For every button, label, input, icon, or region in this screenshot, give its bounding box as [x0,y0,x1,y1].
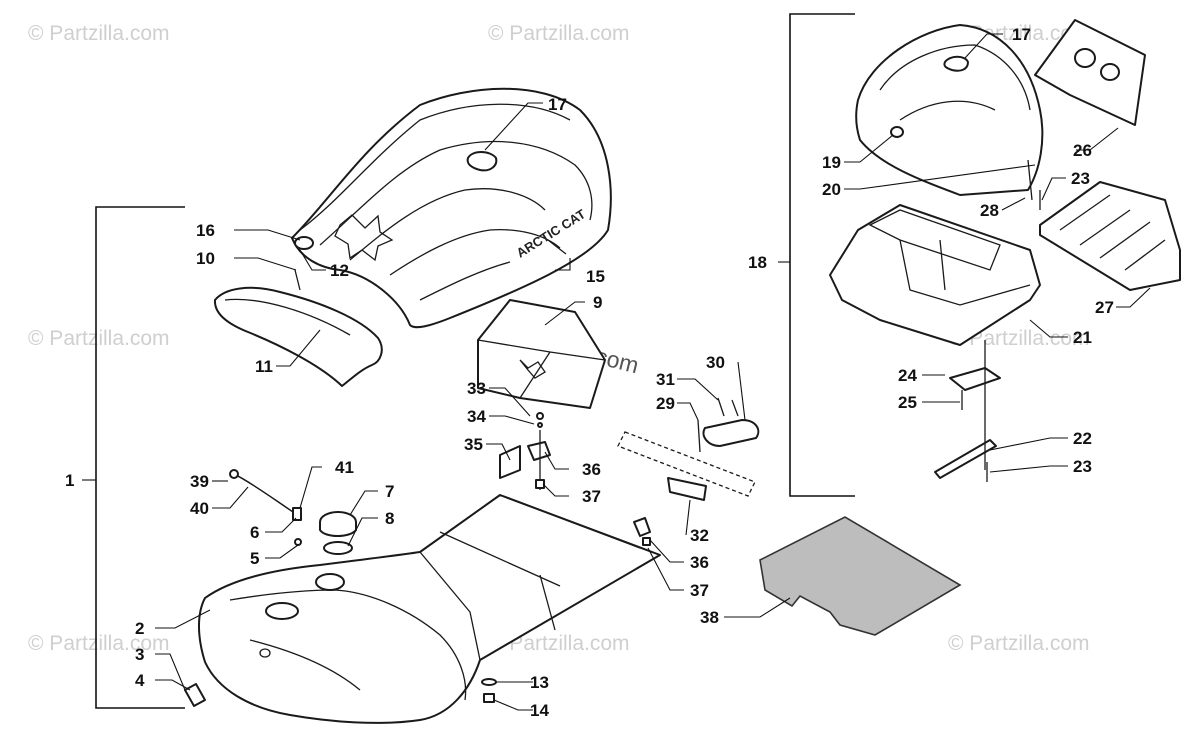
callout-36[interactable]: 36 [582,460,601,479]
callout-41[interactable]: 41 [335,458,354,477]
callout-16[interactable]: 16 [196,221,215,240]
snowflake-logo [334,214,394,262]
callout-23[interactable]: 23 [1073,457,1092,476]
callout-34[interactable]: 34 [467,407,486,426]
assembly-bracket-18 [789,13,855,497]
tail-box-21 [829,204,1041,346]
fuel-tank [197,494,661,724]
callout-6[interactable]: 6 [250,523,259,542]
callout-17[interactable]: 17 [1012,25,1031,44]
vent-hose [229,469,302,546]
seat-handle-17 [466,151,498,172]
watermark: © Partzilla.com [28,632,170,655]
pad-26 [1034,19,1146,126]
callout-33[interactable]: 33 [467,379,486,398]
callout-40[interactable]: 40 [190,499,209,518]
assembly-bracket-1 [95,206,185,709]
callout-29[interactable]: 29 [656,394,675,413]
callout-27[interactable]: 27 [1095,298,1114,317]
callout-9[interactable]: 9 [593,293,602,312]
callout-1[interactable]: 1 [65,471,74,490]
callout-21[interactable]: 21 [1073,328,1092,347]
callout-2[interactable]: 2 [135,619,144,638]
watermark: © Partzilla.com [948,327,1090,350]
callout-12[interactable]: 12 [330,261,349,280]
callout-36[interactable]: 36 [690,553,709,572]
rail-bracket [617,397,760,501]
drain-fitting [184,683,206,707]
callout-7[interactable]: 7 [385,482,394,501]
callout-18[interactable]: 18 [748,253,767,272]
callout-10[interactable]: 10 [196,249,215,268]
callout-37[interactable]: 37 [582,487,601,506]
watermark: © Partzilla.com [948,632,1090,655]
callout-31[interactable]: 31 [656,370,675,389]
callout-17[interactable]: 17 [548,95,567,114]
callout-8[interactable]: 8 [385,509,394,528]
callout-14[interactable]: 14 [530,701,549,720]
hardware-33-37 [499,412,651,546]
tail-cover-17 [855,24,1044,196]
callout-11[interactable]: 11 [255,357,273,376]
callout-37[interactable]: 37 [690,581,709,600]
callout-30[interactable]: 30 [706,353,725,372]
storage-box-9 [477,299,606,409]
pin-15 [547,239,567,255]
tail-hardware [934,159,1041,482]
callout-32[interactable]: 32 [690,526,709,545]
seat-cushion: ARCTIC CAT [291,87,612,329]
callout-28[interactable]: 28 [980,201,999,220]
watermark: © Partzilla.com [28,22,170,45]
watermark: © Partzilla.com [28,327,170,350]
callout-24[interactable]: 24 [898,366,917,385]
hardware-13-14 [481,678,497,703]
callout-4[interactable]: 4 [135,671,145,690]
callout-23[interactable]: 23 [1071,169,1090,188]
leader-lines [82,33,1151,711]
callout-25[interactable]: 25 [898,393,917,412]
callout-13[interactable]: 13 [530,673,549,692]
mat-38 [759,516,962,636]
callout-26[interactable]: 26 [1073,141,1092,160]
callout-38[interactable]: 38 [700,608,719,627]
callout-3[interactable]: 3 [135,645,144,664]
callout-15[interactable]: 15 [586,267,605,286]
snowflake-logo [519,359,546,379]
callout-22[interactable]: 22 [1073,429,1092,448]
callouts: 1 2 3 4 5 6 7 8 9 10 11 12 13 14 15 16 1… [65,25,1114,720]
callout-39[interactable]: 39 [190,472,209,491]
rack-27 [1039,181,1181,291]
watermark: © Partzilla.com [488,22,630,45]
callout-20[interactable]: 20 [822,180,841,199]
callout-19[interactable]: 19 [822,153,841,172]
fuel-cap [319,511,357,555]
callout-5[interactable]: 5 [250,549,259,568]
seat-trim [213,269,383,387]
callout-35[interactable]: 35 [464,435,483,454]
watermark: © Partzilla.com [488,632,630,655]
